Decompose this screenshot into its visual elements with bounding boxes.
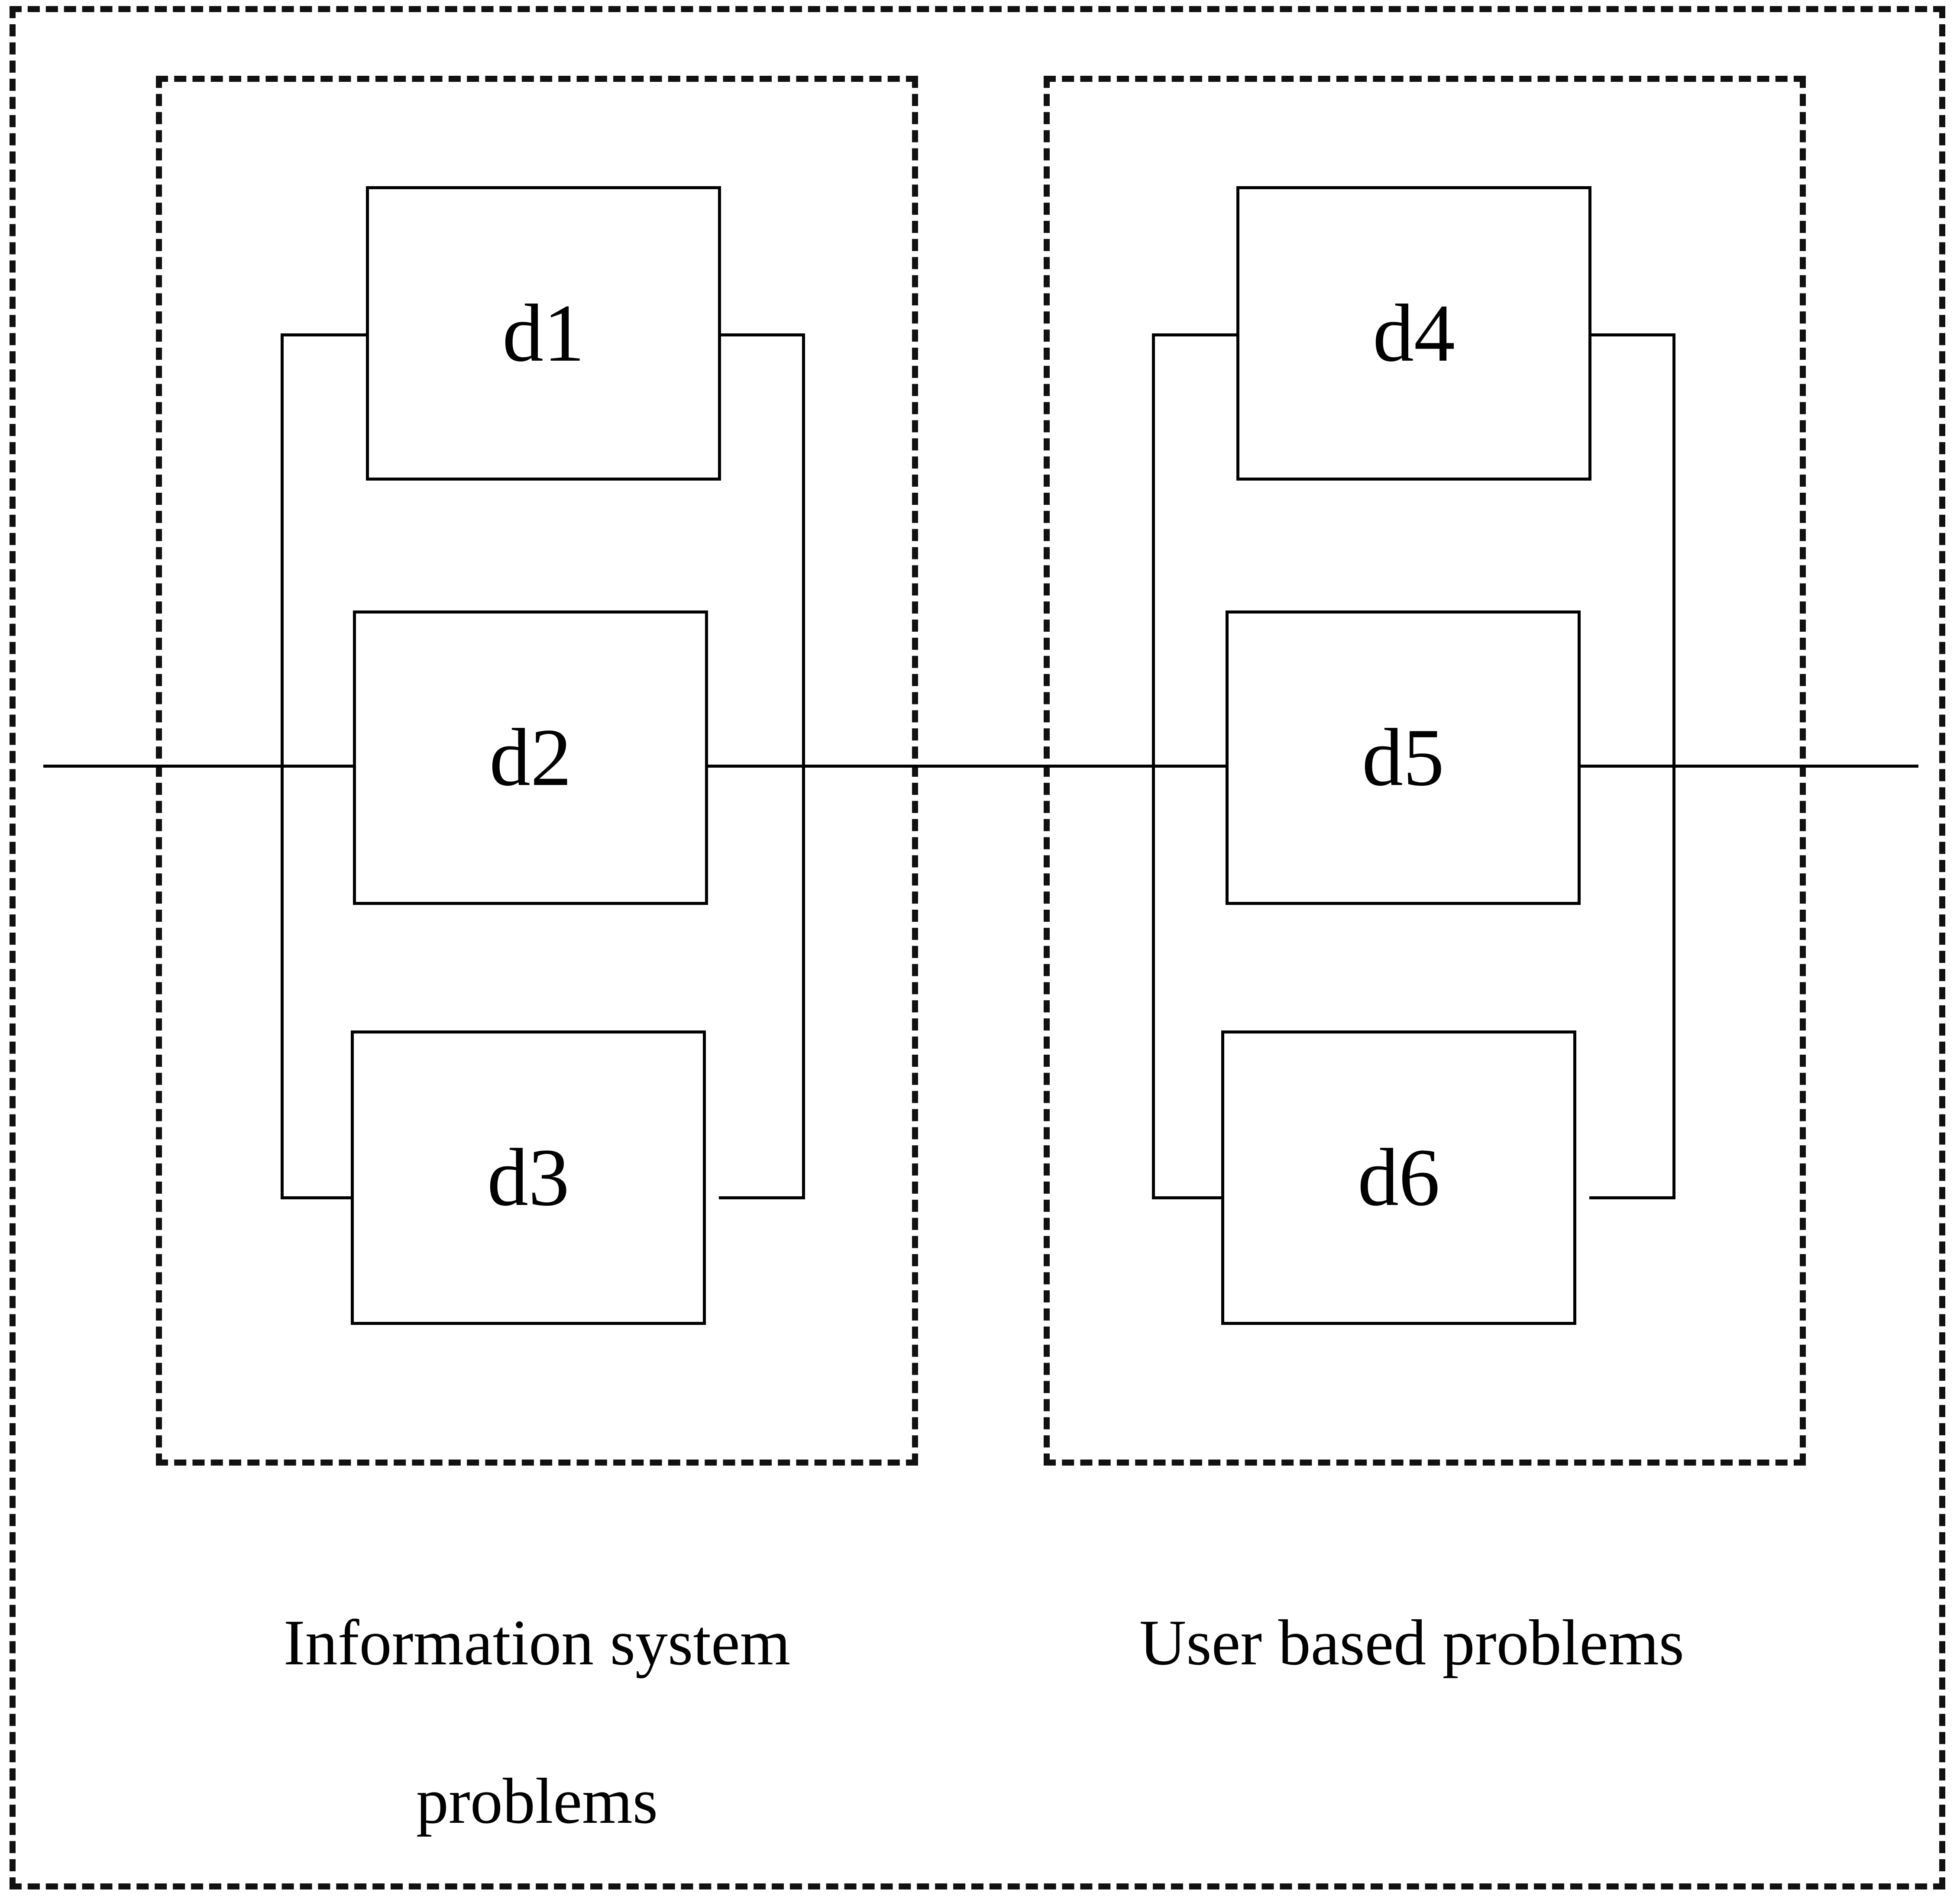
group2-caption-line1: User based problems xyxy=(1139,1607,1684,1679)
group-box-user-based-problems xyxy=(1044,76,1806,1466)
group2-branch-mid-left xyxy=(1152,765,1239,768)
group2-branch-bottom-right xyxy=(1589,1196,1675,1199)
node-d3-label: d3 xyxy=(487,1132,569,1223)
outer-dashed-frame xyxy=(10,6,1945,1889)
node-d1[interactable]: d1 xyxy=(366,186,721,481)
node-d3[interactable]: d3 xyxy=(351,1030,706,1325)
node-d6[interactable]: d6 xyxy=(1221,1030,1576,1325)
backbone-line xyxy=(43,765,1918,768)
node-d5[interactable]: d5 xyxy=(1226,610,1581,905)
group2-caption: User based problems xyxy=(1005,1524,1819,1762)
group1-caption-line2: problems xyxy=(416,1765,658,1837)
group1-branch-mid-left xyxy=(281,765,367,768)
group2-branch-top-right xyxy=(1589,333,1675,336)
group2-branch-bottom-left xyxy=(1152,1196,1239,1199)
group1-branch-top-left xyxy=(281,333,367,336)
group1-branch-mid-right xyxy=(719,765,805,768)
group2-branch-mid-right xyxy=(1589,765,1675,768)
node-d4[interactable]: d4 xyxy=(1236,186,1591,481)
group1-caption: Information system problems xyxy=(130,1524,944,1899)
node-d2[interactable]: d2 xyxy=(353,610,708,905)
node-d5-label: d5 xyxy=(1362,712,1444,803)
node-d4-label: d4 xyxy=(1373,288,1455,379)
group1-branch-top-right xyxy=(719,333,805,336)
group1-branch-bottom-left xyxy=(281,1196,367,1199)
node-d2-label: d2 xyxy=(489,712,572,803)
group1-caption-line1: Information system xyxy=(283,1607,791,1679)
group-box-information-system-problems xyxy=(156,76,918,1466)
node-d6-label: d6 xyxy=(1358,1132,1440,1223)
node-d1-label: d1 xyxy=(502,288,585,379)
group1-branch-bottom-right xyxy=(719,1196,805,1199)
group2-branch-top-left xyxy=(1152,333,1239,336)
